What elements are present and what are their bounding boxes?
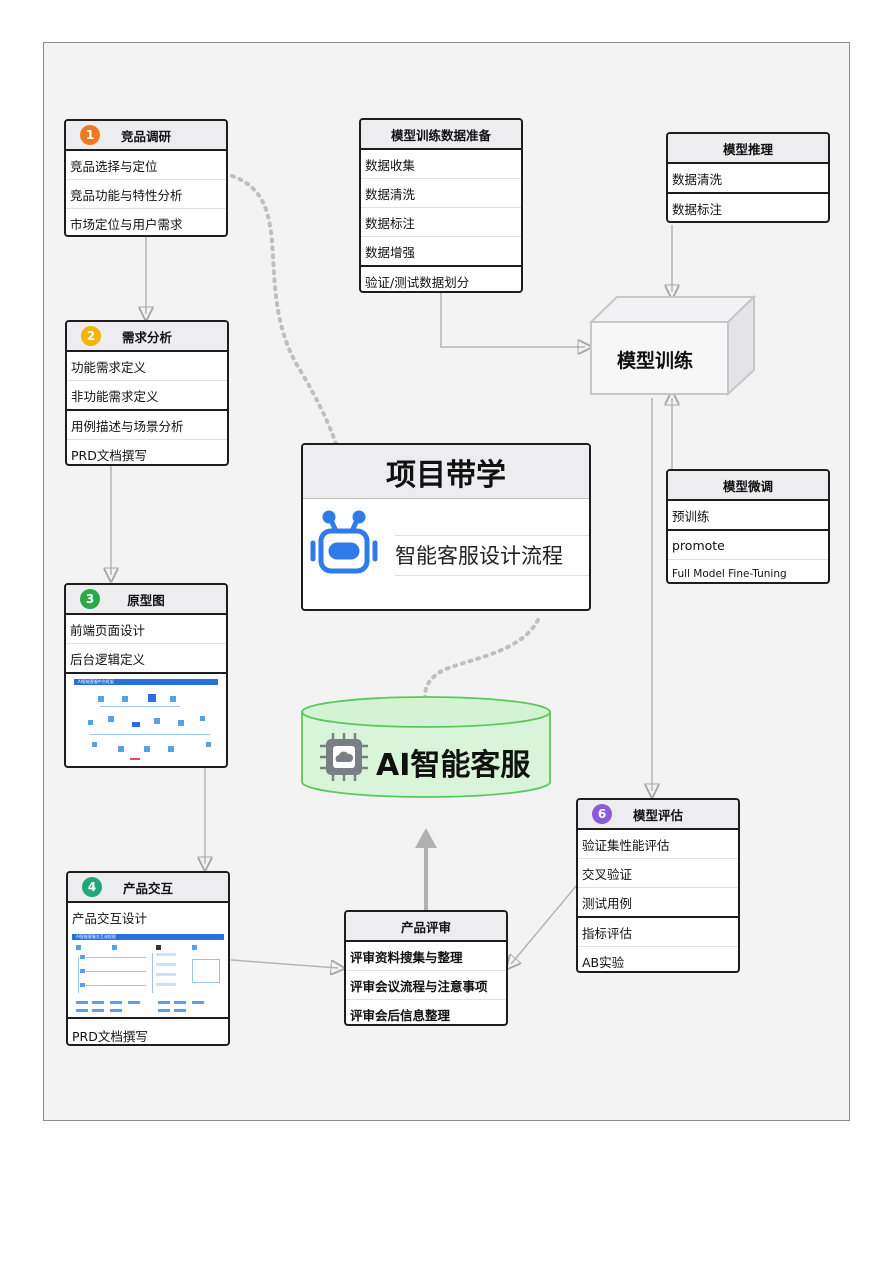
card-item: 验证/测试数据划分 — [365, 274, 470, 290]
card-title: 原型图 — [127, 592, 165, 608]
card-item: 评审资料搜集与整理 — [346, 942, 506, 971]
card-item: 评审会议流程与注意事项 — [346, 971, 506, 1000]
card-item: 后台逻辑定义 — [66, 644, 226, 674]
card-header: 1 竞品调研 — [66, 121, 226, 151]
divider — [395, 535, 589, 536]
card-title: 竞品调研 — [120, 128, 171, 144]
center-subtitle: 智能客服设计流程 — [395, 544, 563, 568]
divider — [395, 575, 589, 576]
card-item: 产品交互设计 — [72, 910, 148, 926]
card-header: 6 模型评估 — [578, 800, 738, 830]
card-product-interaction: 4 产品交互 产品交互设计 AI智能客服交互流程图 PRD — [66, 871, 230, 1046]
card-header: 2 需求分析 — [67, 322, 227, 352]
model-training-label: 模型训练 — [617, 350, 694, 372]
card-item: 预训练 — [668, 501, 828, 531]
card-item: 数据收集 — [361, 150, 521, 179]
card-item: 数据增强 — [361, 237, 521, 267]
card-title: 模型评估 — [632, 807, 683, 823]
thumbnail-title: AI智能客服中台框架 — [78, 679, 114, 684]
center-project-box: 项目带学 智能客服设计流程 — [301, 443, 591, 611]
ai-service-label: AI智能客服 — [376, 748, 531, 783]
card-requirements-analysis: 2 需求分析 功能需求定义 非功能需求定义 用例描述与场景分析 PRD文档撰写 — [65, 320, 229, 466]
card-item: 评审会后信息整理 — [350, 1007, 451, 1023]
card-header: 模型微调 — [668, 471, 828, 501]
card-model-evaluation: 6 模型评估 验证集性能评估 交叉验证 测试用例 指标评估 AB实验 — [576, 798, 740, 973]
card-title: 需求分析 — [121, 329, 172, 345]
card-item: PRD文档撰写 — [72, 1028, 148, 1044]
card-item: 测试用例 — [578, 888, 738, 918]
thumbnail-title: AI智能客服交互流程图 — [76, 934, 116, 939]
card-item: 竞品功能与特性分析 — [66, 180, 226, 209]
card-title: 产品交互 — [122, 880, 173, 896]
card-item: 指标评估 — [578, 918, 738, 947]
card-header: 3 原型图 — [66, 585, 226, 615]
interaction-thumbnail: AI智能客服交互流程图 — [68, 931, 228, 1019]
prototype-thumbnail: AI智能客服中台框架 — [70, 676, 222, 766]
step-badge: 4 — [82, 877, 102, 897]
card-item: AB实验 — [582, 954, 625, 970]
center-title: 项目带学 — [303, 445, 589, 499]
card-model-finetune: 模型微调 预训练 promote Full Model Fine-Tuning — [666, 469, 830, 584]
card-item: promote — [668, 531, 828, 560]
card-product-review: 产品评审 评审资料搜集与整理 评审会议流程与注意事项 评审会后信息整理 — [344, 910, 508, 1026]
card-header: 产品评审 — [346, 912, 506, 942]
card-item: 前端页面设计 — [66, 615, 226, 644]
card-title: 模型微调 — [722, 478, 773, 494]
card-item: PRD文档撰写 — [71, 447, 147, 463]
robot-icon — [310, 510, 378, 574]
card-item: Full Model Fine-Tuning — [672, 568, 787, 580]
card-item: 数据标注 — [672, 201, 723, 217]
card-title: 模型训练数据准备 — [390, 127, 491, 143]
step-badge: 1 — [80, 125, 100, 145]
step-badge: 6 — [592, 804, 612, 824]
card-item: 竞品选择与定位 — [66, 151, 226, 180]
card-item: 市场定位与用户需求 — [70, 216, 183, 232]
card-header: 模型训练数据准备 — [361, 120, 521, 150]
card-competitor-research: 1 竞品调研 竞品选择与定位 竞品功能与特性分析 市场定位与用户需求 — [64, 119, 228, 237]
card-item: 验证集性能评估 — [578, 830, 738, 859]
card-item: 功能需求定义 — [67, 352, 227, 381]
card-item: 数据清洗 — [668, 164, 828, 194]
card-item: 非功能需求定义 — [67, 381, 227, 411]
card-model-inference: 模型推理 数据清洗 数据标注 — [666, 132, 830, 223]
card-header: 模型推理 — [668, 134, 828, 164]
card-title: 产品评审 — [400, 919, 451, 935]
card-training-data-prep: 模型训练数据准备 数据收集 数据清洗 数据标注 数据增强 验证/测试数据划分 — [359, 118, 523, 293]
card-item: 数据标注 — [361, 208, 521, 237]
card-header: 4 产品交互 — [68, 873, 228, 903]
step-badge: 3 — [80, 589, 100, 609]
card-item: 用例描述与场景分析 — [67, 411, 227, 440]
card-item: 交叉验证 — [578, 859, 738, 888]
step-badge: 2 — [81, 326, 101, 346]
card-title: 模型推理 — [722, 141, 773, 157]
card-item: 数据清洗 — [361, 179, 521, 208]
card-prototype: 3 原型图 前端页面设计 后台逻辑定义 AI智能客服中台框架 — [64, 583, 228, 768]
